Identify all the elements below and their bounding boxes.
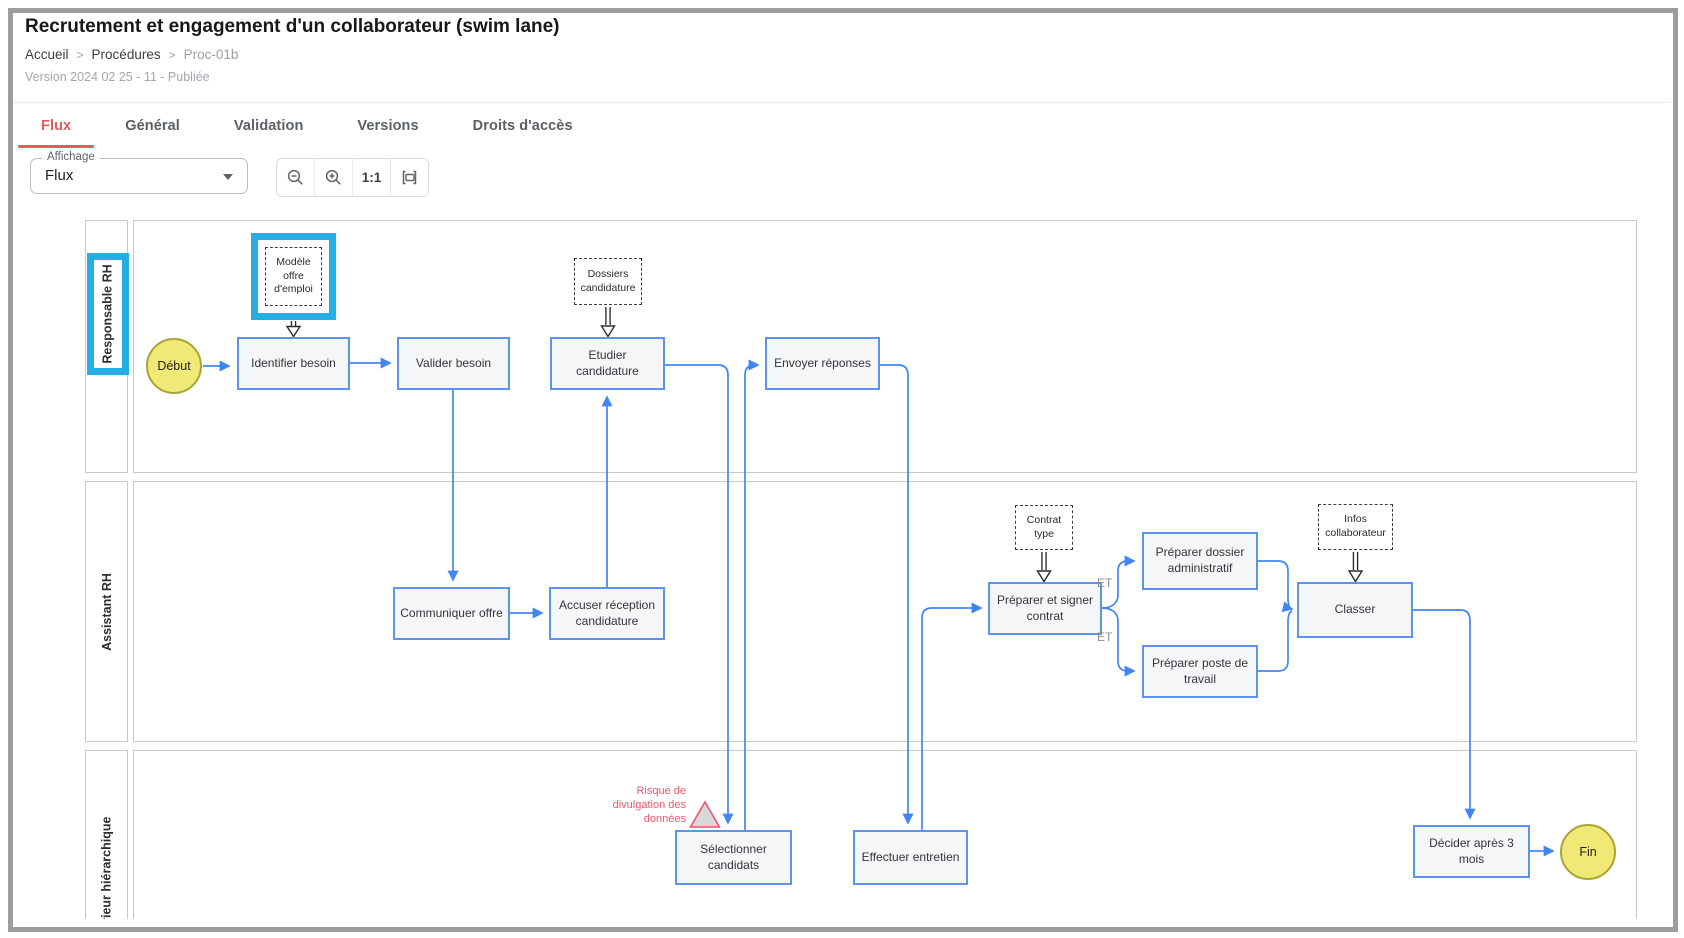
lane-label: Assistant RH bbox=[99, 572, 114, 651]
breadcrumb-procedures[interactable]: Procédures bbox=[91, 47, 161, 62]
chevron-down-icon bbox=[223, 174, 233, 180]
selection-highlight-lane-label[interactable]: Responsable RH bbox=[87, 253, 129, 375]
lane-label: Responsable RH bbox=[101, 264, 115, 364]
magnifier-plus-icon bbox=[325, 169, 341, 185]
fit-to-screen-icon bbox=[402, 170, 417, 185]
zoom-reset-button[interactable]: 1:1 bbox=[352, 159, 390, 196]
task-etudier-candidature[interactable]: Etudier candidature bbox=[550, 337, 665, 390]
data-object-infos-collaborateur[interactable]: Infos collaborateur bbox=[1318, 504, 1393, 550]
tab-versions[interactable]: Versions bbox=[357, 117, 419, 134]
zoom-toolbar: 1:1 bbox=[276, 158, 429, 197]
tab-bar: Flux Général Validation Versions Droits … bbox=[14, 103, 600, 148]
lane-header-superieur-hierarchique[interactable]: Supérieur hiérarchique bbox=[85, 750, 128, 919]
zoom-in-button[interactable] bbox=[314, 159, 352, 196]
task-valider-besoin[interactable]: Valider besoin bbox=[397, 337, 510, 390]
selection-highlight-data-object[interactable]: Modèle offre d'emploi bbox=[251, 233, 336, 320]
tab-general[interactable]: Général bbox=[125, 117, 180, 134]
data-object-modele-offre-emploi[interactable]: Modèle offre d'emploi bbox=[265, 247, 322, 306]
task-classer[interactable]: Classer bbox=[1297, 582, 1413, 638]
tab-droits-acces[interactable]: Droits d'accès bbox=[472, 117, 573, 134]
breadcrumb-accueil[interactable]: Accueil bbox=[25, 47, 69, 62]
tab-validation[interactable]: Validation bbox=[233, 117, 304, 134]
page-title: Recrutement et engagement d'un collabora… bbox=[25, 16, 560, 37]
task-preparer-dossier-administratif[interactable]: Préparer dossier administratif bbox=[1142, 532, 1258, 590]
lane-label: Supérieur hiérarchique bbox=[99, 816, 114, 919]
task-accuser-reception[interactable]: Accuser réception candidature bbox=[549, 587, 665, 640]
breadcrumb-separator-icon: > bbox=[168, 47, 176, 62]
header-divider bbox=[14, 102, 1670, 103]
data-object-contrat-type[interactable]: Contrat type bbox=[1015, 505, 1073, 550]
display-select[interactable]: Affichage Flux bbox=[30, 151, 248, 194]
fit-to-screen-button[interactable] bbox=[390, 159, 428, 196]
zoom-reset-label: 1:1 bbox=[361, 170, 382, 185]
display-select-label: Affichage bbox=[42, 151, 100, 163]
breadcrumb-separator-icon: > bbox=[76, 47, 84, 62]
display-select-value: Flux bbox=[45, 167, 74, 184]
start-event[interactable]: Début bbox=[146, 338, 202, 394]
task-envoyer-reponses[interactable]: Envoyer réponses bbox=[765, 337, 880, 390]
breadcrumb: Accueil > Procédures > Proc-01b bbox=[25, 47, 238, 62]
end-event[interactable]: Fin bbox=[1560, 824, 1616, 880]
zoom-out-button[interactable] bbox=[277, 159, 314, 196]
gateway-label-et: ET bbox=[1097, 576, 1113, 590]
task-selectionner-candidats[interactable]: Sélectionner candidats bbox=[675, 830, 792, 885]
task-preparer-signer-contrat[interactable]: Préparer et signer contrat bbox=[988, 582, 1102, 635]
breadcrumb-current: Proc-01b bbox=[183, 47, 239, 62]
diagram-canvas: Assistant RH Supérieur hiérarchique Resp… bbox=[85, 220, 1637, 919]
version-label: Version 2024 02 25 - 11 - Publiée bbox=[25, 70, 210, 84]
task-effectuer-entretien[interactable]: Effectuer entretien bbox=[853, 830, 968, 885]
task-preparer-poste-travail[interactable]: Préparer poste de travail bbox=[1142, 645, 1258, 698]
risk-annotation-label: Risque de divulgation des données bbox=[612, 785, 686, 825]
task-identifier-besoin[interactable]: Identifier besoin bbox=[237, 337, 350, 390]
lane-responsable-rh[interactable] bbox=[133, 220, 1637, 473]
magnifier-minus-icon bbox=[287, 169, 303, 185]
task-communiquer-offre[interactable]: Communiquer offre bbox=[393, 587, 510, 640]
lane-header-assistant-rh[interactable]: Assistant RH bbox=[85, 481, 128, 742]
task-decider-apres-3-mois[interactable]: Décider après 3 mois bbox=[1413, 825, 1530, 878]
gateway-label-et: ET bbox=[1097, 630, 1113, 644]
tab-flux[interactable]: Flux bbox=[14, 103, 98, 148]
data-object-dossiers-candidature[interactable]: Dossiers candidature bbox=[574, 258, 642, 305]
